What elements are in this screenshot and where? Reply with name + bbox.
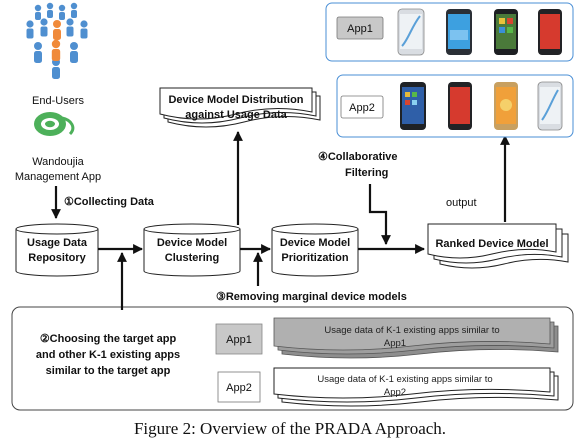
usage-app2-line1: Usage data of K-1 existing apps similar …: [317, 374, 492, 385]
usage-data-repository-node: Usage Data Repository: [15, 223, 99, 277]
app1-phone-2-icon: [446, 9, 472, 55]
panel-app1-tag: [215, 323, 263, 355]
ranked-device-model-label: Ranked Device Model: [435, 238, 548, 250]
usage-app1-line1: Usage data of K-1 existing apps similar …: [324, 325, 499, 336]
app1-device-panel: App1: [325, 2, 574, 62]
app2-phone-1-icon: [400, 82, 426, 130]
management-app-label: Management App: [15, 171, 101, 183]
device-model-distribution-node: Device Model Distribution against Usage …: [159, 87, 321, 128]
app2-top-tag: [340, 95, 384, 119]
clustering-line2: Clustering: [165, 252, 219, 264]
app2-phone-4-icon: [537, 81, 563, 131]
collaborative-filtering-line2: Filtering: [345, 167, 388, 179]
app2-device-panel: App2: [336, 74, 574, 138]
device-model-clustering-node: Device Model Clustering: [143, 223, 241, 277]
removing-marginal-label: ③Removing marginal device models: [216, 291, 407, 303]
ranked-device-model-node: Ranked Device Model: [427, 223, 569, 269]
app2-top-tag-label: App2: [349, 102, 375, 114]
usage-app1-line2: App1: [384, 338, 406, 349]
app2-phone-3-icon: [494, 82, 518, 130]
panel-app2-tag-label: App2: [226, 382, 252, 394]
app2-phone-2-icon: [448, 82, 472, 130]
end-users-icon: [26, 2, 88, 79]
repository-line1: Usage Data: [27, 237, 88, 249]
repository-line2: Repository: [28, 252, 86, 264]
panel-app2-tag: [217, 371, 261, 403]
distribution-line2: against Usage Data: [185, 109, 287, 121]
wandoujia-label: Wandoujia: [32, 156, 84, 168]
wandoujia-logo-icon: [34, 112, 75, 136]
app1-top-tag: [336, 16, 384, 40]
choosing-line3: similar to the target app: [46, 365, 171, 377]
app1-phone-1-icon: [397, 8, 425, 56]
collaborative-filtering-line1: ④Collaborative: [318, 151, 398, 163]
figure-caption: Figure 2: Overview of the PRADA Approach…: [134, 419, 446, 438]
choosing-line1: ②Choosing the target app: [40, 333, 177, 345]
prioritization-line1: Device Model: [280, 237, 350, 249]
app1-top-tag-label: App1: [347, 23, 373, 35]
output-label: output: [446, 197, 477, 209]
panel-app1-tag-label: App1: [226, 334, 252, 346]
collecting-data-label: ①Collecting Data: [64, 196, 155, 208]
app1-phone-4-icon: [538, 9, 562, 55]
collaborative-filtering-arrow: [368, 184, 391, 245]
usage-data-app2-doc: Usage data of K-1 existing apps similar …: [273, 367, 559, 407]
app1-phone-3-icon: [494, 9, 518, 55]
device-model-prioritization-node: Device Model Prioritization: [271, 223, 359, 277]
clustering-line1: Device Model: [157, 237, 227, 249]
prioritization-line2: Prioritization: [281, 252, 349, 264]
usage-data-app1-doc: Usage data of K-1 existing apps similar …: [273, 317, 559, 359]
usage-app2-line2: App2: [384, 387, 406, 398]
distribution-line1: Device Model Distribution: [168, 94, 303, 106]
end-users-label: End-Users: [32, 95, 84, 107]
choosing-line2: and other K-1 existing apps: [36, 349, 180, 361]
